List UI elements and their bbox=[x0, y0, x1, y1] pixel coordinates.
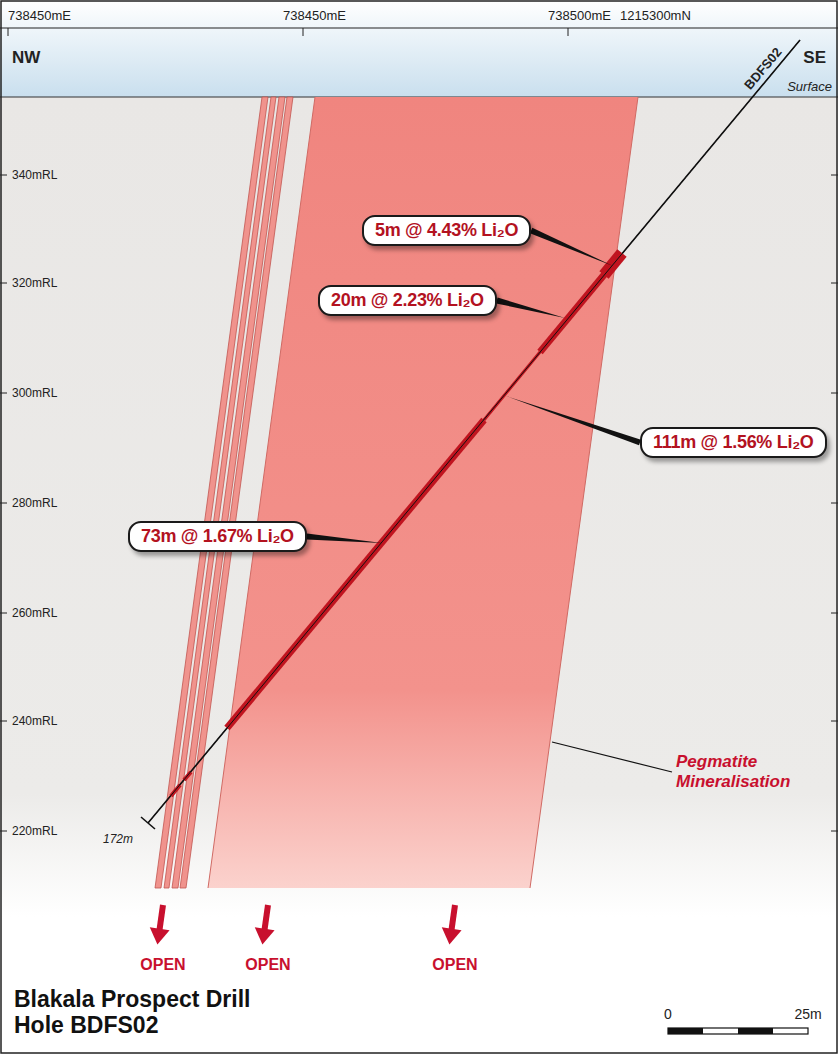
easting-label: 738500mE bbox=[548, 8, 611, 23]
rl-label: 340mRL bbox=[12, 168, 57, 182]
hole-end-tick bbox=[141, 817, 155, 829]
assay-text: 73m @ 1.67% Li₂O bbox=[141, 526, 294, 546]
scale-label: 25m bbox=[794, 1006, 821, 1022]
rl-label: 260mRL bbox=[12, 606, 57, 620]
leader-line bbox=[552, 742, 672, 772]
diagram-title: Blakala Prospect Drill Hole BDFS02 bbox=[14, 986, 274, 1038]
surface-label: Surface bbox=[787, 79, 832, 94]
assay-callout: 20m @ 2.23% Li₂O bbox=[318, 285, 497, 316]
pegmatite-contact bbox=[530, 97, 638, 888]
open-label: OPEN bbox=[432, 956, 477, 974]
assay-text: 20m @ 2.23% Li₂O bbox=[331, 290, 484, 310]
assay-text: 5m @ 4.43% Li₂O bbox=[375, 220, 518, 240]
leader-line bbox=[506, 396, 641, 445]
direction-label: SE bbox=[803, 48, 826, 68]
scale-bar bbox=[668, 1028, 808, 1034]
easting-label: 738450mE bbox=[8, 8, 71, 23]
open-arrows bbox=[148, 904, 465, 946]
northing-label: 1215300mN bbox=[620, 8, 691, 23]
pegmatite-contact bbox=[208, 97, 315, 888]
ground bbox=[0, 97, 838, 917]
rl-label: 320mRL bbox=[12, 276, 57, 290]
assay-text: 111m @ 1.56% Li₂O bbox=[653, 432, 814, 452]
assay-callout: 111m @ 1.56% Li₂O bbox=[640, 427, 827, 458]
hole-depth: 172m bbox=[103, 832, 133, 846]
rl-label: 280mRL bbox=[12, 496, 57, 510]
rl-label: 240mRL bbox=[12, 714, 57, 728]
unit-label: Pegmatite Mineralisation bbox=[676, 752, 796, 792]
leader-line bbox=[530, 228, 613, 266]
leader-line bbox=[496, 298, 565, 318]
leader-line bbox=[307, 534, 382, 543]
easting-label: 738450mE bbox=[283, 8, 346, 23]
direction-label: NW bbox=[12, 48, 40, 68]
rl-label: 300mRL bbox=[12, 386, 57, 400]
sky-band bbox=[0, 0, 838, 97]
grid-line bbox=[0, 28, 838, 29]
assay-callout: 5m @ 4.43% Li₂O bbox=[362, 215, 531, 246]
assay-callout: 73m @ 1.67% Li₂O bbox=[128, 521, 307, 552]
rl-label: 220mRL bbox=[12, 824, 57, 838]
scale-label: 0 bbox=[664, 1006, 672, 1022]
open-label: OPEN bbox=[245, 956, 290, 974]
open-label: OPEN bbox=[140, 956, 185, 974]
